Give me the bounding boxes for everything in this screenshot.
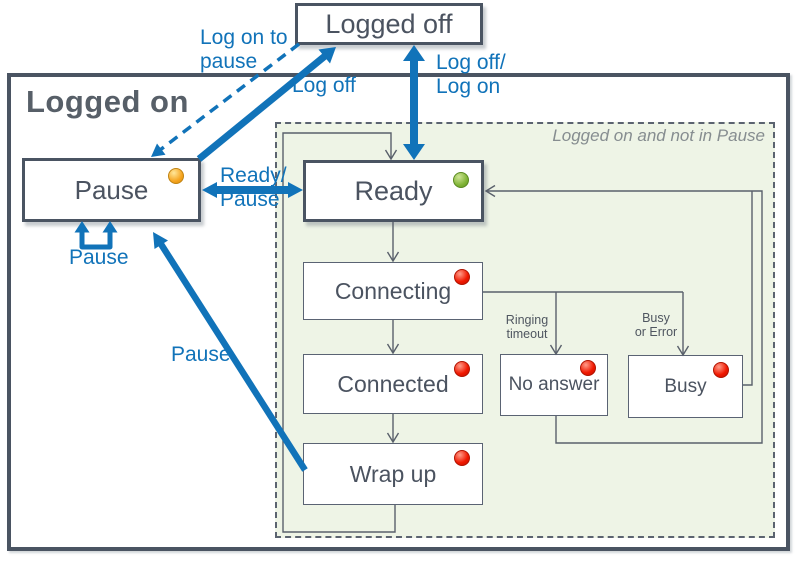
red-led-icon	[454, 450, 470, 466]
state-connecting-label: Connecting	[334, 277, 452, 304]
red-led-icon	[713, 362, 729, 378]
logged-on-title: Logged on	[26, 84, 189, 119]
red-led-icon	[454, 361, 470, 377]
state-no-answer-label: No answer	[508, 374, 600, 395]
state-connecting: Connecting	[303, 262, 483, 320]
not-in-pause-region-label: Logged on and not in Pause	[552, 126, 765, 145]
label-ready-pause: Ready/ Pause	[220, 164, 287, 212]
arrowhead-upright-icon	[318, 47, 336, 64]
state-ready: Ready	[303, 160, 484, 222]
label-ringing-timeout: Ringing timeout	[505, 313, 549, 342]
green-led-icon	[453, 172, 469, 188]
red-led-icon	[580, 360, 596, 376]
arrowhead-up-icon	[403, 45, 425, 61]
state-logged-off-label: Logged off	[325, 8, 453, 39]
amber-led-icon	[168, 168, 184, 184]
label-busy-or-error: Busy or Error	[634, 311, 678, 340]
state-connected-label: Connected	[337, 370, 449, 397]
label-log-off-log-on: Log off/ Log on	[436, 51, 506, 99]
state-no-answer: No answer	[500, 354, 608, 416]
state-busy-label: Busy	[664, 375, 707, 397]
state-logged-off: Logged off	[295, 3, 483, 45]
state-pause: Pause	[22, 158, 201, 222]
state-busy: Busy	[628, 355, 743, 418]
label-log-on-to-pause: Log on to pause	[200, 26, 288, 74]
label-log-off: Log off	[292, 74, 356, 97]
label-pause-from-wrap-up: Pause	[171, 343, 231, 366]
state-connected: Connected	[303, 354, 483, 414]
state-ready-label: Ready	[354, 175, 433, 206]
state-pause-label: Pause	[74, 174, 149, 205]
state-wrap-up: Wrap up	[303, 443, 483, 505]
label-pause-self: Pause	[69, 246, 129, 269]
red-led-icon	[454, 269, 470, 285]
state-wrap-up-label: Wrap up	[349, 460, 437, 487]
